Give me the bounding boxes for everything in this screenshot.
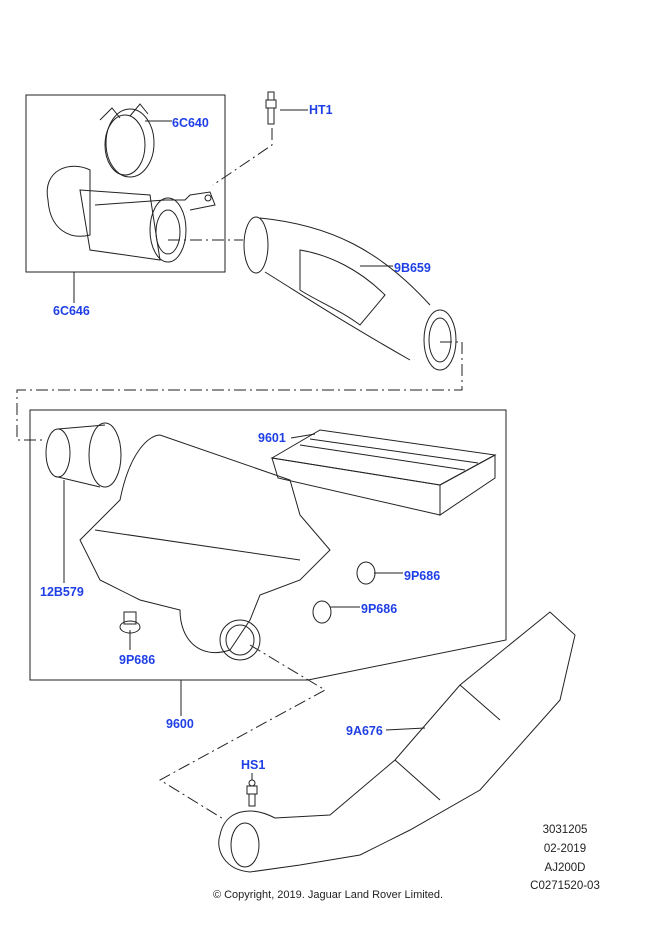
air-filter-part	[270, 429, 497, 516]
group-box-9600	[29, 409, 507, 681]
callout-6c640[interactable]: 6C640	[172, 116, 209, 130]
callout-9a676[interactable]: 9A676	[346, 724, 383, 738]
illustration-date: 02-2019	[543, 843, 587, 855]
callout-9601[interactable]: 9601	[258, 431, 286, 445]
grommets	[119, 561, 376, 634]
illustration-ref: C0271520-03	[530, 880, 600, 892]
intake-hose-part	[243, 216, 457, 371]
illustration-number: 3031205	[542, 824, 588, 836]
maf-sensor-part	[45, 422, 122, 488]
callout-9600[interactable]: 9600	[166, 717, 194, 731]
connector-lines	[16, 128, 463, 821]
engine-code: AJ200D	[544, 862, 586, 874]
copyright-text: © Copyright, 2019. Jaguar Land Rover Lim…	[212, 889, 444, 901]
air-cleaner-housing-part	[79, 434, 331, 661]
callout-ht1[interactable]: HT1	[309, 103, 333, 117]
ht1-stud	[265, 91, 277, 125]
resonator-part	[46, 103, 216, 263]
callout-12b579[interactable]: 12B579	[40, 585, 84, 599]
callout-9p686-c[interactable]: 9P686	[119, 653, 156, 667]
group-box-6c646	[25, 94, 226, 273]
callout-6c646[interactable]: 6C646	[53, 304, 90, 318]
callout-9p686-b[interactable]: 9P686	[361, 602, 398, 616]
callout-9p686-a[interactable]: 9P686	[404, 569, 441, 583]
callout-9b659[interactable]: 9B659	[394, 261, 431, 275]
air-duct-part	[218, 611, 576, 873]
callout-hs1[interactable]: HS1	[241, 758, 266, 772]
hs1-bolt	[246, 779, 258, 807]
